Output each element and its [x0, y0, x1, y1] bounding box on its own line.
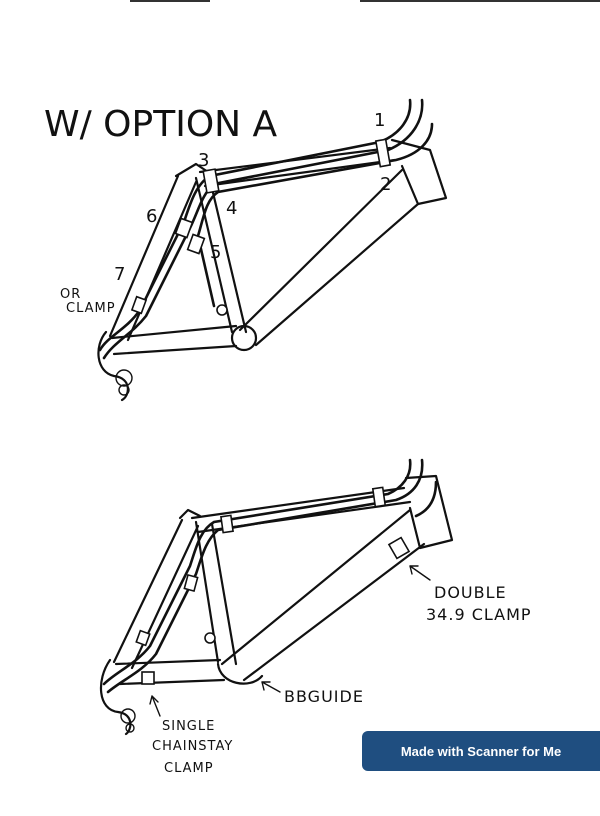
bottom-frame-labels: DOUBLE 34.9 CLAMP BBGUIDE SINGLE CHAINST… — [152, 583, 532, 776]
single-clamp-line1: SINGLE — [162, 719, 215, 734]
top-frame-labels: W/ OPTION A 1 2 3 4 5 6 7 OR CLAMP — [44, 104, 392, 316]
label-5: 5 — [210, 242, 222, 263]
label-2: 2 — [380, 174, 392, 195]
label-3: 3 — [198, 150, 210, 171]
or-clamp-line1: OR — [60, 287, 81, 302]
scan-edge-right — [360, 0, 600, 2]
or-clamp-line2: CLAMP — [66, 301, 116, 316]
top-frame-drawing — [97, 98, 448, 402]
scanner-badge-text: Made with Scanner for Me — [400, 743, 562, 759]
double-clamp-line1: DOUBLE — [434, 583, 507, 602]
scanner-watermark-badge[interactable]: Made with Scanner for Me — [362, 731, 600, 771]
bottom-frame-drawing — [99, 458, 454, 736]
label-7: 7 — [114, 264, 126, 285]
label-4: 4 — [226, 198, 238, 219]
bb-guide-label: BBGUIDE — [284, 687, 364, 706]
title: W/ OPTION A — [44, 104, 278, 145]
single-clamp-line2: CHAINSTAY — [152, 739, 233, 754]
double-clamp-line2: 34.9 CLAMP — [426, 605, 532, 624]
label-6: 6 — [146, 206, 158, 227]
label-1: 1 — [374, 110, 386, 131]
single-clamp-line3: CLAMP — [164, 761, 214, 776]
scan-edge-left — [130, 0, 210, 2]
